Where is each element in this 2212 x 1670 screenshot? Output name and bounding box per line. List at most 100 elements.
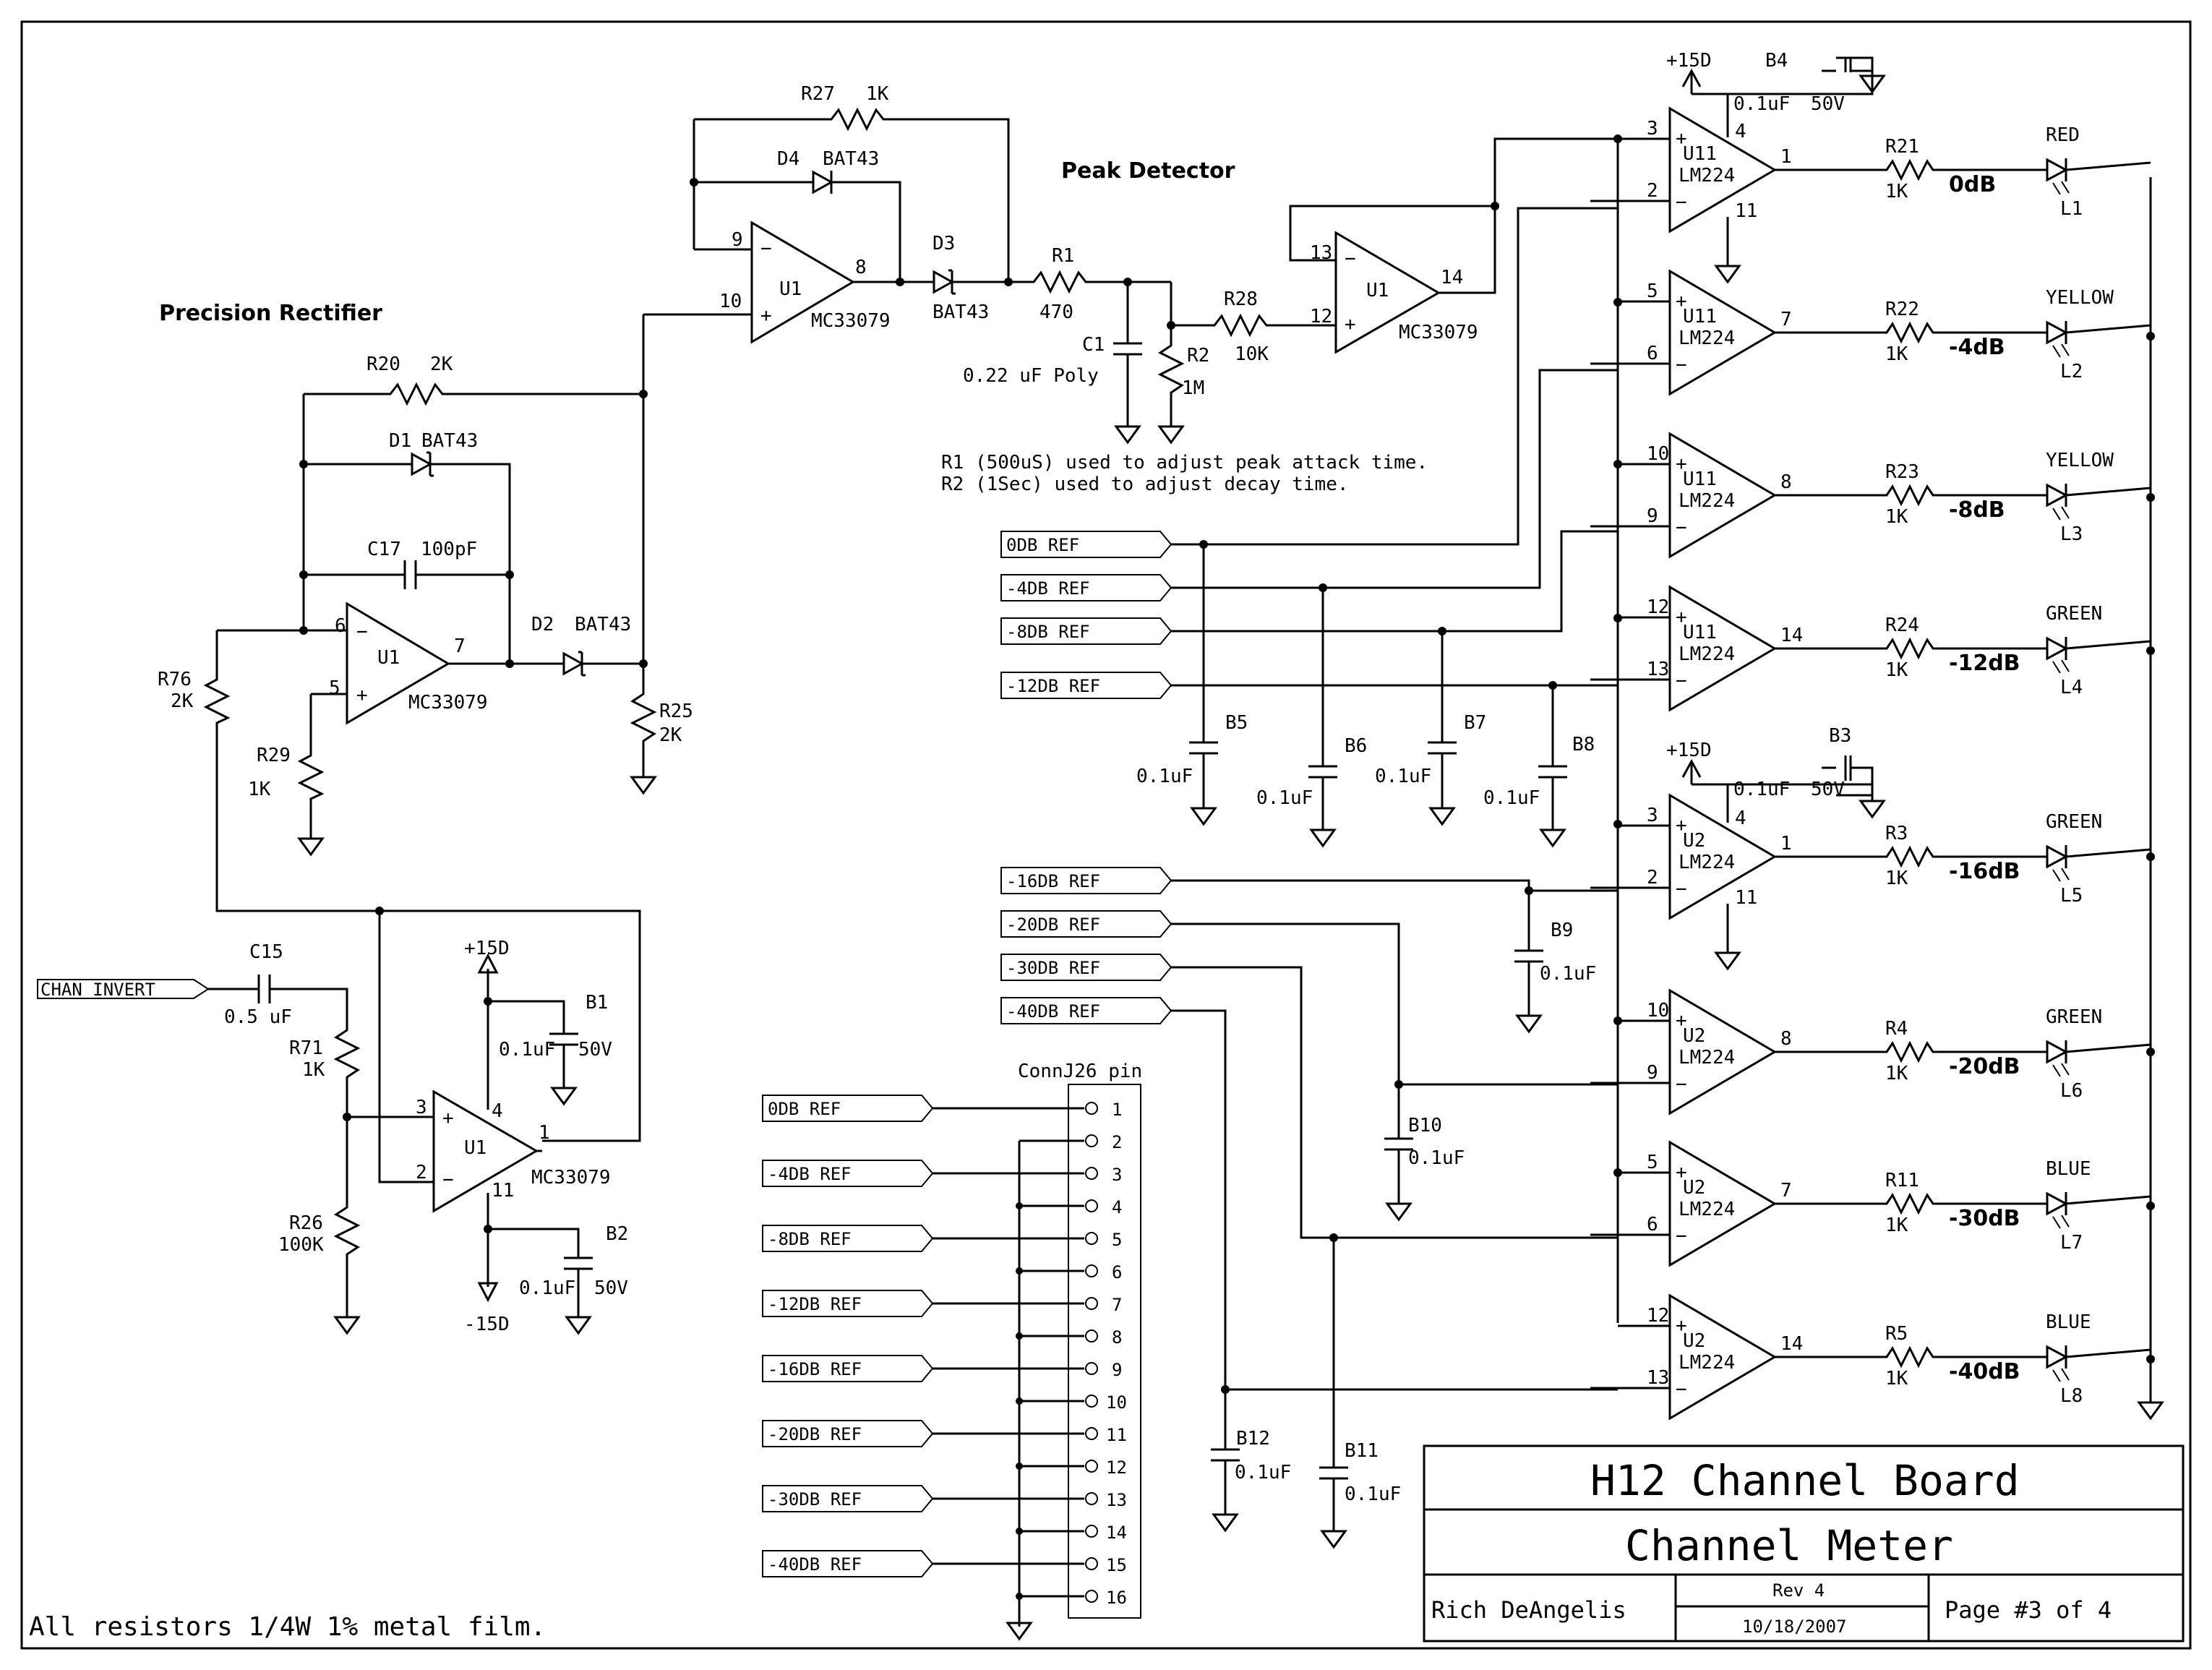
svg-text:-15D: -15D — [464, 1314, 510, 1335]
svg-text:12: 12 — [1106, 1457, 1127, 1478]
svg-text:BAT43: BAT43 — [933, 301, 989, 323]
pin-plus: 3 — [1647, 805, 1658, 826]
opamp-part: LM224 — [1679, 1199, 1735, 1220]
resistor-value: 1K — [1885, 181, 1908, 202]
svg-text:B11: B11 — [1345, 1440, 1379, 1462]
comparator-opamp — [1668, 269, 1777, 396]
pin-plus: 10 — [1647, 1000, 1669, 1022]
svg-text:CHAN INVERT: CHAN INVERT — [40, 980, 155, 1000]
svg-text:-20DB REF: -20DB REF — [1006, 915, 1100, 935]
svg-text:R71: R71 — [289, 1037, 323, 1059]
svg-text:10K: 10K — [1235, 343, 1269, 365]
svg-text:0DB REF: 0DB REF — [1006, 535, 1079, 555]
svg-text:470: 470 — [1039, 301, 1073, 323]
plus-sign: + — [1676, 1162, 1687, 1183]
date: 10/18/2007 — [1742, 1617, 1847, 1637]
pin-minus: 2 — [1647, 180, 1658, 202]
resistor-value: 1K — [1885, 1368, 1908, 1389]
svg-text:0.1uF: 0.1uF — [1483, 787, 1540, 809]
project-title: H12 Channel Board — [1590, 1456, 2020, 1505]
svg-text:-40DB REF: -40DB REF — [1006, 1001, 1100, 1022]
resistor-value: 1K — [1885, 1215, 1908, 1236]
input-wires — [1590, 300, 1670, 365]
svg-text:-8DB REF: -8DB REF — [1006, 622, 1090, 642]
svg-text:2: 2 — [416, 1162, 427, 1183]
comparator-opamp — [1668, 432, 1777, 559]
svg-text:1K: 1K — [302, 1059, 325, 1081]
svg-text:R20: R20 — [366, 354, 400, 375]
svg-text:U1: U1 — [377, 647, 400, 669]
minus-sign: − — [1676, 1074, 1687, 1095]
svg-text:15: 15 — [1106, 1555, 1127, 1575]
supply-pin: 4 — [1735, 808, 1746, 829]
svg-text:+15D: +15D — [1666, 50, 1712, 72]
comparator-opamp — [1668, 585, 1777, 712]
led-icon — [2046, 1040, 2069, 1064]
led-rays — [2052, 343, 2070, 358]
input-wires — [1590, 616, 1670, 681]
plus-sign: + — [1676, 607, 1687, 628]
led-icon — [2046, 320, 2069, 345]
svg-text:B5: B5 — [1225, 712, 1248, 734]
led-color: YELLOW — [2046, 450, 2114, 471]
led-color: RED — [2046, 124, 2080, 146]
input-wires — [1590, 824, 1670, 889]
svg-text:7: 7 — [1112, 1295, 1122, 1315]
author: Rich DeAngelis — [1431, 1596, 1626, 1624]
svg-text:50V: 50V — [594, 1277, 628, 1299]
opamp-part: LM224 — [1679, 490, 1735, 512]
db-label: -12dB — [1949, 651, 2020, 676]
resistor-ref: R22 — [1885, 299, 1919, 320]
svg-text:0DB REF: 0DB REF — [768, 1099, 841, 1119]
pin-plus: 12 — [1647, 596, 1669, 618]
svg-text:B12: B12 — [1236, 1428, 1270, 1450]
svg-text:-4DB REF: -4DB REF — [768, 1164, 852, 1184]
input-wires — [1590, 463, 1670, 528]
db-label: -16dB — [1949, 859, 2020, 884]
svg-text:0.1uF: 0.1uF — [1375, 766, 1431, 787]
svg-text:-12DB REF: -12DB REF — [768, 1294, 862, 1314]
svg-text:6: 6 — [1112, 1262, 1122, 1283]
plus-sign: + — [1676, 1315, 1687, 1337]
svg-text:0.1uF: 0.1uF — [1408, 1147, 1465, 1169]
minus-sign: − — [1676, 517, 1687, 539]
svg-text:MC33079: MC33079 — [408, 692, 488, 714]
rev: Rev 4 — [1772, 1580, 1825, 1601]
opamp-ref: U11 — [1683, 306, 1717, 327]
ground-icon — [333, 1316, 361, 1335]
svg-text:R76: R76 — [158, 669, 192, 690]
led-wire — [2065, 640, 2151, 650]
pin-plus: 12 — [1647, 1305, 1669, 1327]
led-icon — [2046, 844, 2069, 869]
svg-text:R25: R25 — [659, 701, 693, 722]
svg-text:13: 13 — [1106, 1490, 1127, 1510]
led-rays — [2052, 506, 2070, 521]
svg-text:100pF: 100pF — [421, 539, 477, 560]
pin-minus: 13 — [1647, 659, 1669, 680]
svg-text:−: − — [356, 621, 368, 643]
led-color: YELLOW — [2046, 287, 2114, 309]
svg-text:B8: B8 — [1572, 734, 1595, 755]
svg-text:R2: R2 — [1187, 345, 1209, 367]
led-color: BLUE — [2046, 1311, 2091, 1333]
resistor-ref: R11 — [1885, 1170, 1919, 1191]
opamp-part: LM224 — [1679, 327, 1735, 349]
led-icon — [2046, 1191, 2069, 1216]
u1c-opamp: 13 12 14 − + U1 MC33079 — [1310, 231, 1478, 354]
svg-text:B2: B2 — [606, 1223, 628, 1245]
svg-text:9: 9 — [1112, 1360, 1122, 1380]
input-port: CHAN INVERT — [37, 979, 210, 1000]
svg-text:0.1uF: 0.1uF — [1733, 93, 1790, 115]
opamp-part: LM224 — [1679, 165, 1735, 187]
led-wire — [2065, 848, 2151, 858]
led-wire — [2065, 1348, 2151, 1358]
led-rays — [2052, 1215, 2070, 1229]
led-ref: L5 — [2060, 885, 2083, 907]
svg-text:0.1uF: 0.1uF — [1540, 963, 1596, 985]
pin-minus: 6 — [1647, 1214, 1658, 1236]
opamp-ref: U2 — [1683, 830, 1705, 852]
svg-text:12: 12 — [1310, 306, 1332, 327]
svg-text:-40DB REF: -40DB REF — [768, 1554, 862, 1575]
svg-text:0.5 uF: 0.5 uF — [224, 1006, 292, 1028]
comparator-opamp — [1668, 988, 1777, 1116]
